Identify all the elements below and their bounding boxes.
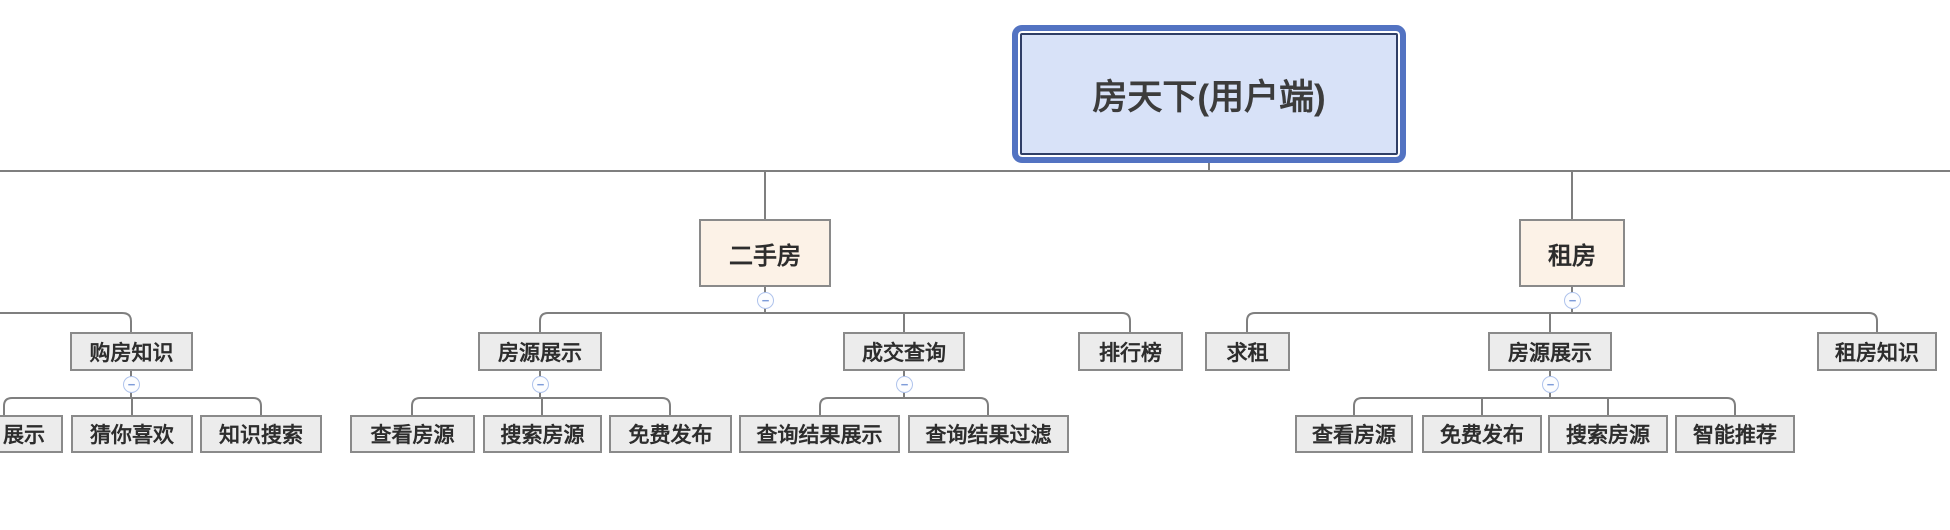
collapse-icon-listing-display-rent[interactable]: − [1542, 376, 1559, 393]
node-search-listings-rent[interactable]: 搜索房源 [1548, 415, 1668, 453]
connector-purchase-knowledge-rail [0, 312, 132, 332]
connector-rent-children-rail [1246, 312, 1878, 332]
node-search-listings-second-hand[interactable]: 搜索房源 [483, 415, 602, 453]
connector-second-hand-children-rail [539, 312, 1131, 332]
node-rent-knowledge[interactable]: 租房知识 [1817, 332, 1937, 371]
node-guess-you-like[interactable]: 猜你喜欢 [71, 415, 193, 453]
node-knowledge-search[interactable]: 知识搜索 [200, 415, 322, 453]
node-view-listings-rent[interactable]: 查看房源 [1295, 415, 1413, 453]
collapse-icon-rent[interactable]: − [1564, 292, 1581, 309]
node-listing-display-second-hand[interactable]: 房源展示 [478, 332, 602, 371]
node-seek-rent[interactable]: 求租 [1205, 332, 1290, 371]
node-query-result-filter[interactable]: 查询结果过滤 [908, 415, 1069, 453]
node-smart-recommend[interactable]: 智能推荐 [1675, 415, 1795, 453]
collapse-icon-second-hand[interactable]: − [757, 292, 774, 309]
collapse-icon-deal-query[interactable]: − [896, 376, 913, 393]
node-purchase-knowledge[interactable]: 购房知识 [70, 332, 193, 371]
collapse-icon-listing-display-second-hand[interactable]: − [532, 376, 549, 393]
connector-rent-listing-children-rail [1353, 397, 1736, 415]
connector-deal-query-children-rail [819, 397, 989, 415]
node-display-partial[interactable]: 展示 [0, 415, 63, 453]
node-rent-house[interactable]: 租房 [1519, 219, 1625, 287]
collapse-icon-purchase-knowledge[interactable]: − [123, 376, 140, 393]
node-listing-display-rent[interactable]: 房源展示 [1488, 332, 1612, 371]
node-query-result-display[interactable]: 查询结果展示 [739, 415, 900, 453]
node-free-publish-second-hand[interactable]: 免费发布 [609, 415, 732, 453]
node-view-listings-second-hand[interactable]: 查看房源 [350, 415, 475, 453]
node-deal-query[interactable]: 成交查询 [843, 332, 965, 371]
node-second-hand-house[interactable]: 二手房 [699, 219, 831, 287]
node-ranking[interactable]: 排行榜 [1078, 332, 1183, 371]
node-root[interactable]: 房天下(用户端) [1012, 25, 1406, 163]
node-free-publish-rent[interactable]: 免费发布 [1422, 415, 1542, 453]
